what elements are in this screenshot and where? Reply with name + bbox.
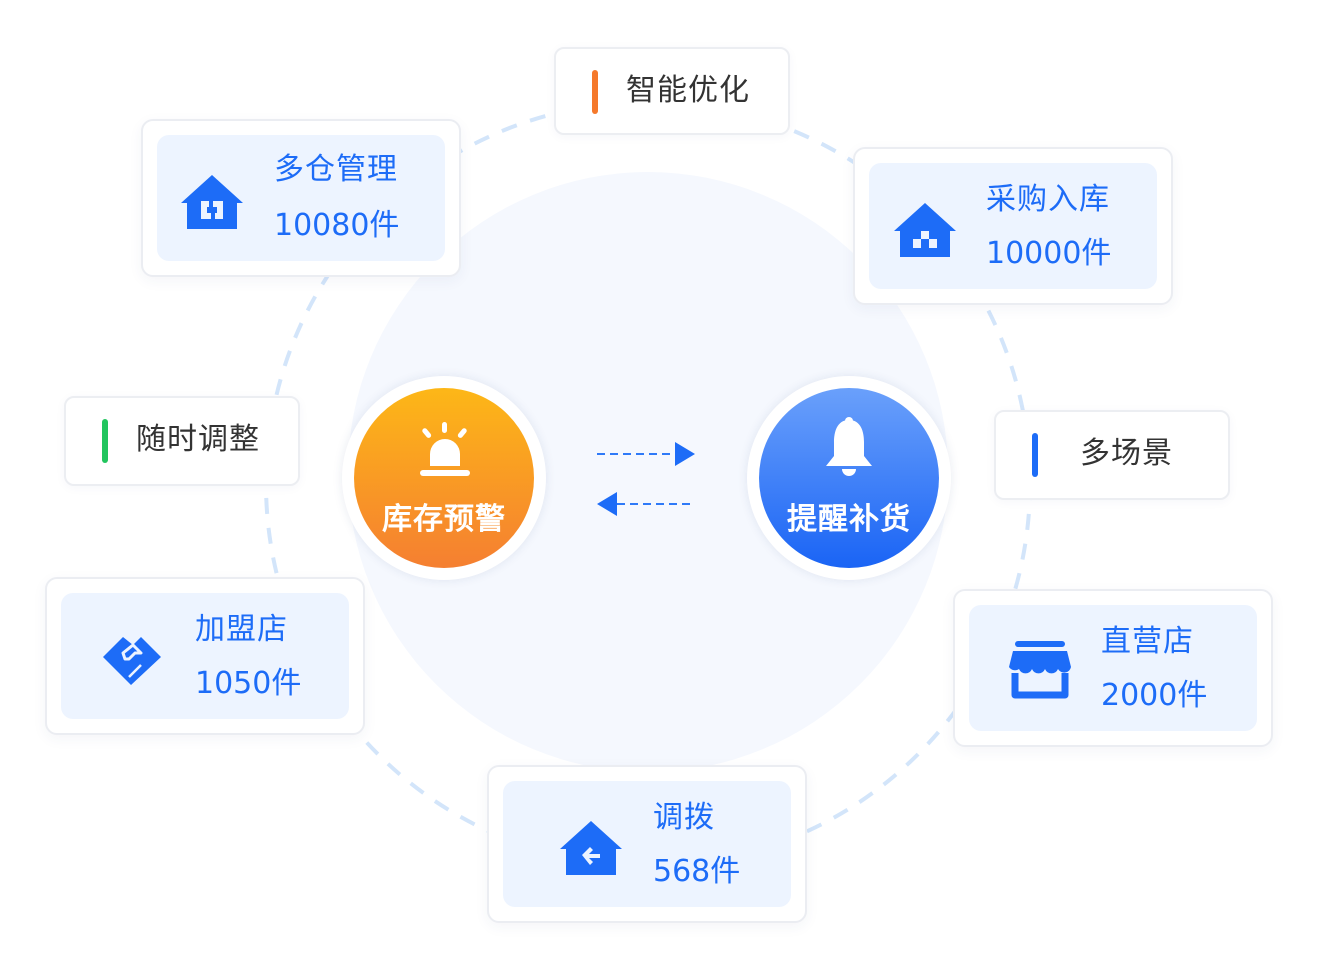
tag-label: 随时调整 — [136, 422, 260, 457]
card-title: 采购入库 — [986, 182, 1110, 217]
tag-accent-bar — [102, 419, 108, 463]
warehouse-boxes-icon — [894, 203, 956, 257]
warehouse-arrow-icon — [560, 821, 622, 875]
hub-inventory-warning: 库存预警 — [342, 376, 546, 580]
bell-icon — [826, 417, 872, 476]
card-title: 多仓管理 — [274, 152, 398, 187]
card-title: 调拨 — [653, 800, 715, 835]
card-count: 2000件 — [1101, 678, 1208, 713]
hub-label: 库存预警 — [382, 502, 506, 537]
tag-smart-optimize: 智能优化 — [554, 47, 790, 135]
card-purchase-inbound: 采购入库 10000件 — [853, 147, 1173, 305]
hub-restock-reminder: 提醒补货 — [747, 376, 951, 580]
alarm-light-icon — [420, 422, 470, 476]
card-count: 568件 — [653, 854, 741, 889]
arrow-right-icon — [597, 442, 695, 466]
card-title: 直营店 — [1101, 624, 1194, 659]
tag-label: 智能优化 — [626, 73, 750, 108]
handshake-icon — [103, 637, 161, 685]
hub-disc — [354, 388, 534, 568]
card-title: 加盟店 — [195, 612, 288, 647]
tag-multi-scene: 多场景 — [994, 410, 1230, 500]
card-count: 10080件 — [274, 208, 400, 243]
tag-accent-bar — [1032, 433, 1038, 477]
tag-adjust-anytime: 随时调整 — [64, 396, 300, 486]
card-direct-store: 直营店 2000件 — [953, 589, 1273, 747]
warehouse-sync-icon — [181, 175, 243, 229]
arrow-left-icon — [597, 492, 695, 516]
tag-accent-bar — [592, 70, 598, 114]
hub-disc — [759, 388, 939, 568]
storefront-icon — [1009, 641, 1071, 699]
card-count: 1050件 — [195, 666, 302, 701]
card-franchise-store: 加盟店 1050件 — [45, 577, 365, 735]
card-multi-warehouse: 多仓管理 10080件 — [141, 119, 461, 277]
card-inner — [503, 781, 791, 907]
card-transfer: 调拨 568件 — [487, 765, 807, 923]
tag-label: 多场景 — [1080, 436, 1173, 471]
hub-label: 提醒补货 — [787, 502, 911, 537]
card-count: 10000件 — [986, 236, 1112, 271]
